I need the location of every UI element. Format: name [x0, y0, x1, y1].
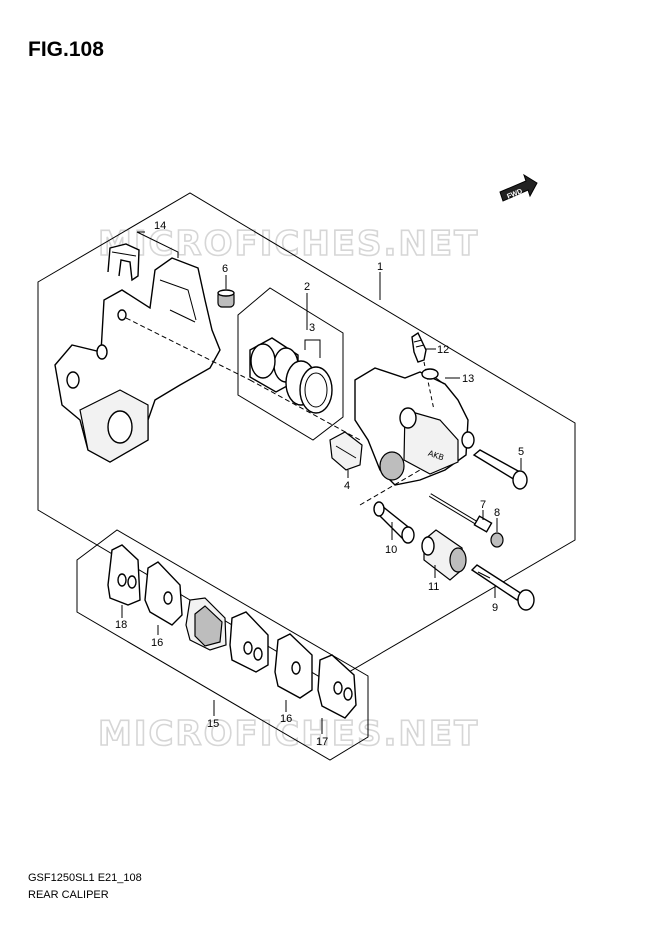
piston-seal-part-3 [285, 360, 333, 414]
pad-spring-part-14 [107, 243, 140, 282]
watermark-bottom: MICROFICHES.NET [98, 714, 479, 754]
callout-11: 11 [428, 581, 439, 593]
callout-10: 10 [385, 544, 397, 556]
diagram-code: GSF1250SL1 E21_108 [28, 872, 142, 884]
brake-pad-part-16-right [274, 633, 313, 699]
callout-17: 17 [316, 736, 328, 748]
brake-pad-part-16-left [144, 561, 183, 626]
callout-8: 8 [494, 507, 500, 519]
piston-group-outline [237, 287, 344, 441]
callout-2: 2 [304, 281, 310, 293]
callout-18: 18 [115, 619, 127, 631]
sleeve-part-10 [373, 501, 415, 544]
hose-clip-part-13 [421, 368, 445, 385]
caliper-body: AKB [354, 367, 475, 486]
callout-16-right: 16 [280, 713, 292, 725]
callout-4: 4 [344, 480, 350, 492]
boot-part-11 [421, 529, 467, 581]
callout-14: 14 [154, 220, 166, 232]
slide-pin-part-5 [472, 449, 528, 490]
mounting-bolt-part-9 [470, 564, 535, 611]
pin-bolt-part-7 [428, 493, 493, 533]
diagram-name: REAR CALIPER [28, 889, 109, 901]
callout-7: 7 [480, 499, 486, 511]
callout-1: 1 [377, 261, 383, 273]
figure-title: FIG.108 [28, 38, 104, 61]
callout-12: 12 [437, 344, 449, 356]
shim-part-17 [317, 654, 357, 719]
callout-13: 13 [462, 373, 474, 385]
caliper-bracket [54, 257, 221, 463]
callout-6: 6 [222, 263, 228, 275]
brake-pad-center-2 [229, 611, 269, 673]
callout-15: 15 [207, 718, 219, 730]
callout-9: 9 [492, 602, 498, 614]
pad-set-outline [76, 529, 369, 761]
brake-pad-center [185, 597, 227, 651]
caliper-assembly-outline [37, 192, 576, 684]
fwd-arrow-icon: FWD [499, 173, 538, 202]
pad-retainer-part-4 [329, 431, 363, 471]
callout-5: 5 [518, 446, 524, 458]
bleeder-screw-part-12 [411, 331, 427, 363]
shim-part-18 [107, 544, 141, 606]
bolt-cap-part-8 [490, 532, 504, 548]
callout-16-left: 16 [151, 637, 163, 649]
bleeder-cap-part-6 [217, 289, 235, 308]
callout-3: 3 [309, 322, 315, 334]
